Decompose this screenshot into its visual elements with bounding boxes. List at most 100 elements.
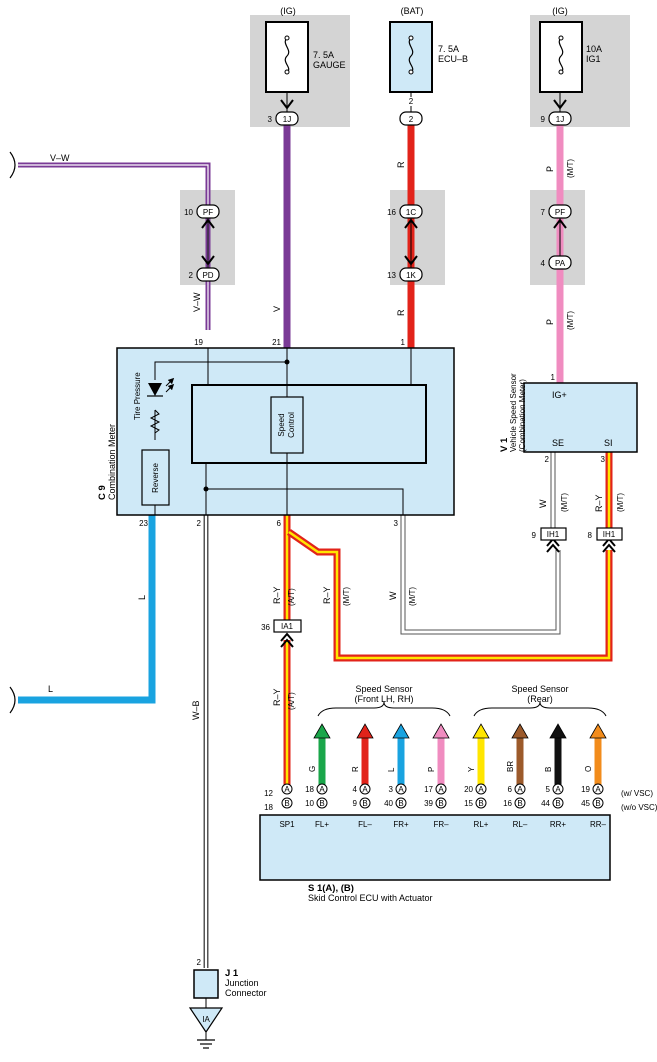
vss-name-sub: (Combination Meter) [518, 379, 527, 452]
pin-19: 19 [194, 338, 203, 347]
ecu-terminal-label: RR– [590, 820, 607, 829]
sensor-wire-label: R [351, 766, 360, 772]
vss-ig-terminal: IG+ [552, 390, 567, 400]
fuse-gauge-amp: 7. 5A [313, 50, 334, 60]
connector-letter: B [284, 799, 289, 808]
connector-letter: B [362, 799, 367, 808]
connector-letter: A [595, 785, 601, 794]
reverse-label: Reverse [151, 463, 160, 493]
vss-name: Vehicle Speed Sensor [509, 373, 518, 452]
label-at2: (A/T) [287, 692, 296, 710]
pin-number: 9 [353, 799, 358, 808]
label-l1: L [137, 595, 147, 600]
fuse-gauge-name: GAUGE [313, 60, 346, 70]
connector-pin [475, 797, 487, 809]
connector-pin [435, 797, 447, 809]
ecu-terminal-label: RR+ [550, 820, 567, 829]
connector-pf-ig: PF [548, 204, 572, 219]
pin-3: 3 [268, 115, 273, 124]
fuse-gauge [265, 21, 309, 93]
label-w-v1: W [538, 499, 548, 508]
ground-point-ia [188, 1007, 224, 1034]
fuse-ig1-amp: 10A [586, 44, 602, 54]
connector-pa: PA [548, 255, 572, 270]
label-w: W [388, 591, 398, 600]
connector-letter: A [284, 785, 290, 794]
fuse-ecub-name: ECU–B [438, 54, 468, 64]
label-mt1: (M/T) [566, 159, 575, 178]
svg-text:1J: 1J [283, 115, 291, 124]
vehicle-speed-sensor-box [523, 382, 638, 453]
sp1-connector-pin [281, 797, 293, 809]
label-mt4: (M/T) [408, 587, 417, 606]
reverse-box [141, 449, 170, 506]
pin-number: 39 [424, 799, 433, 808]
connector-1c: 1C [399, 204, 423, 219]
svg-text:PF: PF [555, 208, 565, 217]
pin-2-bat: 2 [409, 97, 414, 106]
connector-pin [395, 783, 407, 795]
connector-letter: B [595, 799, 600, 808]
pin-9-ih1: 9 [532, 531, 537, 540]
ecu-terminal-label: FL+ [315, 820, 329, 829]
label-vw-mid: V–W [192, 292, 202, 312]
tire-pressure-label: Tire Pressure [133, 372, 142, 420]
sensor-wire-label: B [544, 767, 553, 772]
pin-number: 3 [389, 785, 394, 794]
svg-text:PF: PF [203, 208, 213, 217]
ecu-code: S 1(A), (B) [308, 883, 354, 894]
ecu-terminal-label: RL– [513, 820, 528, 829]
fuse-ig1-name: IG1 [586, 54, 601, 64]
connector-1j: 1J [275, 111, 299, 126]
meter-inner-box [191, 384, 427, 464]
connector-pin [359, 797, 371, 809]
fuse-ig1 [539, 21, 583, 93]
wire-l [18, 515, 156, 704]
sp1-connector-pin [281, 783, 293, 795]
pin-number: 4 [353, 785, 358, 794]
label-mt5: (M/T) [560, 493, 569, 512]
sensor-wires: GA18B10RA4B9LA3B40PA17B39YA20B15BRA6B16B… [281, 723, 607, 809]
connector-letter: B [398, 799, 403, 808]
pin-8-ih1: 8 [588, 531, 593, 540]
pin-2-meter: 2 [197, 519, 202, 528]
pin-9: 9 [541, 115, 546, 124]
pin-number: 10 [305, 799, 314, 808]
connector-pd: PD [196, 267, 220, 282]
sensor-wire-label: L [387, 767, 396, 772]
pin-3-vss: 3 [601, 455, 606, 464]
connector-ia1: IA1 [273, 619, 302, 633]
meter-code: C 9 [97, 485, 108, 500]
pin-number: 16 [503, 799, 512, 808]
wire-break-vw [9, 151, 16, 179]
connector-pin [552, 797, 564, 809]
label-ry-at2: R–Y [272, 688, 282, 706]
label-vw-top: V–W [50, 153, 70, 163]
label-p1: P [545, 166, 555, 172]
pin-12-sp1: 12 [264, 789, 273, 798]
connector-ih1-9: IH1 [540, 527, 567, 541]
svg-text:2: 2 [409, 115, 414, 124]
label-mt3: (M/T) [342, 587, 351, 606]
svg-text:1C: 1C [406, 208, 416, 217]
power-ig2-label: (IG) [552, 6, 568, 16]
label-ry-at: R–Y [272, 586, 282, 604]
pin-number: 44 [541, 799, 550, 808]
pin-6: 6 [277, 519, 282, 528]
pin-36: 36 [261, 623, 270, 632]
connector-pf: PF [196, 204, 220, 219]
label-ry-v1: R–Y [594, 494, 604, 512]
pin-2-j1: 2 [197, 958, 202, 967]
svg-text:IH1: IH1 [603, 530, 616, 539]
connector-1k: 1K [399, 267, 423, 282]
speed-control-label-2: Control [287, 412, 296, 438]
power-bat-label: (BAT) [401, 6, 424, 16]
svg-text:1K: 1K [406, 271, 416, 280]
